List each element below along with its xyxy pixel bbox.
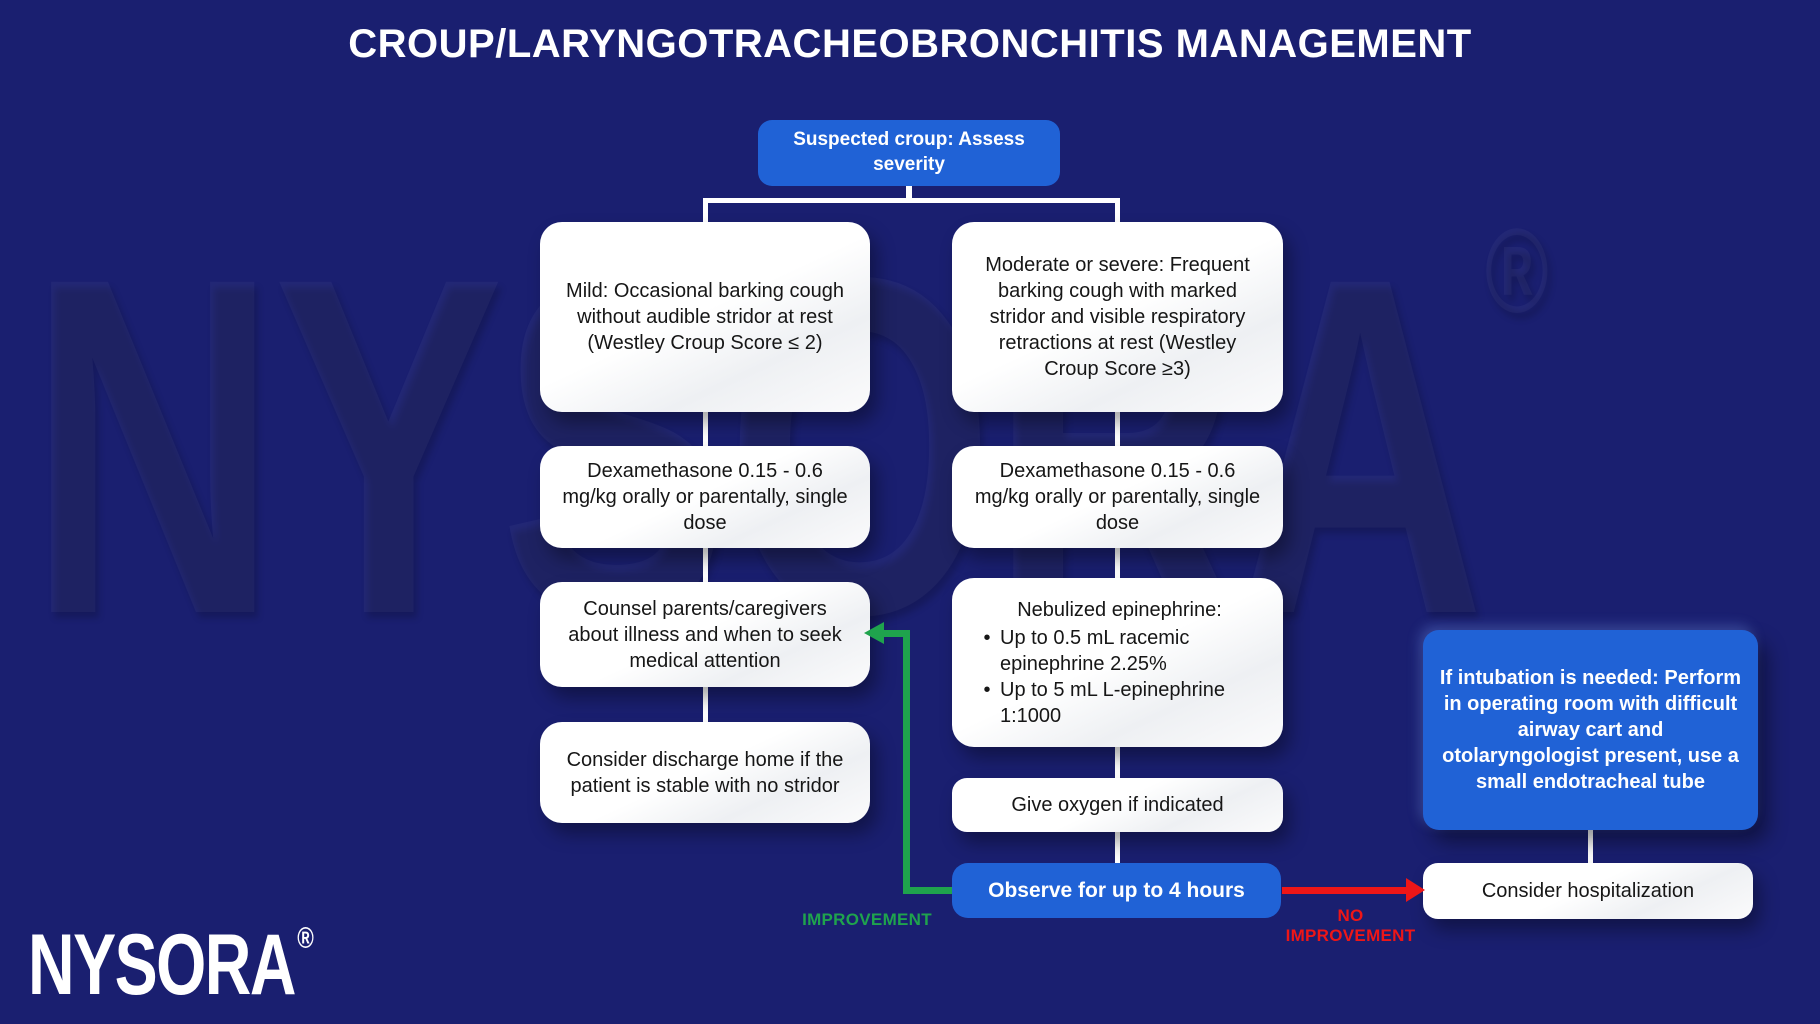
- node-consider-hospitalization: Consider hospitalization: [1423, 863, 1753, 919]
- node-counsel-parents: Counsel parents/caregivers about illness…: [540, 582, 870, 687]
- improvement-label: IMPROVEMENT: [802, 910, 932, 929]
- connector-severe-3: [1115, 746, 1120, 779]
- node-if-intubation-needed: If intubation is needed: Perform in oper…: [1423, 630, 1758, 830]
- connector-mild-1: [703, 411, 708, 447]
- node-give-oxygen: Give oxygen if indicated: [952, 778, 1283, 832]
- bullet-icon: •: [983, 626, 991, 649]
- node-observe-4-hours: Observe for up to 4 hours: [952, 863, 1281, 918]
- node-moderate-severe-assessment: Moderate or severe: Frequent barking cou…: [952, 222, 1283, 412]
- node-severe-dexamethasone: Dexamethasone 0.15 - 0.6 mg/kg orally or…: [952, 446, 1283, 548]
- bullet-icon: •: [983, 678, 991, 701]
- nebulized-bullet-2: • Up to 5 mL L-epinephrine 1:1000: [974, 677, 1265, 729]
- no-improvement-label: NO IMPROVEMENT: [1285, 906, 1416, 946]
- registered-trademark-icon: ®: [1484, 204, 1549, 338]
- connector-branch-right-drop: [1115, 198, 1120, 223]
- node-nebulized-epinephrine: Nebulized epinephrine: • Up to 0.5 mL ra…: [952, 578, 1283, 747]
- nebulized-heading: Nebulized epinephrine:: [1017, 598, 1222, 621]
- improvement-arrowhead-icon: [864, 622, 884, 644]
- node-mild-dexamethasone: Dexamethasone 0.15 - 0.6 mg/kg orally or…: [540, 446, 870, 548]
- connector-branch-left-drop: [703, 198, 708, 223]
- connector-start-stub: [906, 184, 912, 201]
- nebulized-bullet-1: • Up to 0.5 mL racemic epinephrine 2.25%: [974, 625, 1265, 677]
- improvement-arrow-segment-top: [882, 630, 910, 637]
- registered-trademark-icon: ®: [297, 922, 314, 955]
- node-mild-assessment: Mild: Occasional barking cough without a…: [540, 222, 870, 412]
- connector-branch-horizontal: [703, 198, 1120, 203]
- page-title: CROUP/LARYNGOTRACHEOBRONCHITIS MANAGEMEN…: [348, 22, 1472, 66]
- improvement-arrow-segment-vertical: [903, 630, 910, 894]
- connector-intubation-hospitalization: [1588, 828, 1593, 864]
- no-improvement-arrow-line: [1282, 887, 1407, 894]
- connector-severe-4: [1115, 831, 1120, 864]
- connector-mild-3: [703, 686, 708, 723]
- nysora-logo-text: NYSORA: [28, 917, 296, 1013]
- nebulized-bullet-2-text: Up to 5 mL L-epinephrine 1:1000: [1000, 678, 1225, 727]
- improvement-arrow-segment-bottom: [903, 887, 952, 894]
- connector-severe-1: [1115, 411, 1120, 447]
- nebulized-bullet-1-text: Up to 0.5 mL racemic epinephrine 2.25%: [1000, 626, 1190, 675]
- node-suspected-croup: Suspected croup: Assess severity: [758, 120, 1060, 186]
- connector-mild-2: [703, 547, 708, 583]
- nysora-logo: NYSORA®: [28, 922, 314, 1008]
- connector-severe-2: [1115, 547, 1120, 579]
- no-improvement-arrowhead-icon: [1406, 878, 1425, 902]
- node-consider-discharge: Consider discharge home if the patient i…: [540, 722, 870, 823]
